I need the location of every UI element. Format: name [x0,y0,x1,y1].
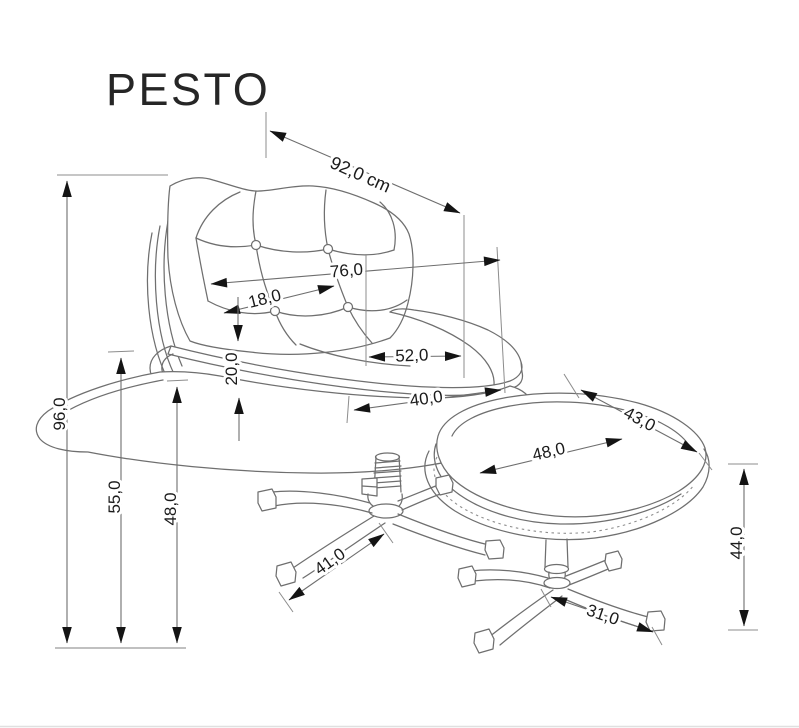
dim-seat-shell-height-label: 48,0 [161,492,180,525]
chair-star-base [257,474,505,587]
ottoman-rim [424,448,710,541]
dim-overall-height-label: 96,0 [50,397,69,430]
chair-pedestal [361,452,404,519]
dim-chair-base-leg-span-label: 41,0 [311,544,349,579]
spring-coil [373,460,402,489]
dim-seat-width-label: 52,0 [395,345,429,365]
dim-armrest-height-label: 55,0 [105,480,124,513]
dim-ottoman-height-label: 44,0 [727,526,746,559]
product-name: PESTO [106,64,270,115]
chair-backrest [166,177,414,355]
dim-ottoman-height: 44,0 [724,463,758,631]
dim-overall-height: 96,0 [47,174,168,644]
dim-seat-width: 52,0 [365,254,462,369]
chair-base-hub [368,503,404,519]
dim-seat-shell-height: 48,0 [158,379,189,644]
dim-armrest-thickness: 20,0 [219,297,244,441]
ottoman-cushion [436,392,707,518]
dim-chair-base-leg-span: 41,0 [278,522,394,613]
ottoman-cushion-side [433,443,682,525]
ottoman-drawing [424,392,710,654]
dim-backrest-width-label: 76,0 [329,260,364,282]
dim-armrest-height: 55,0 [102,350,135,644]
dim-ottoman-base-leg-span-label: 31,0 [584,600,621,629]
dim-armrest-thickness-label: 20,0 [222,352,241,385]
dim-backrest-width: 76,0 [210,246,506,394]
ottoman-pedestal [543,538,571,590]
